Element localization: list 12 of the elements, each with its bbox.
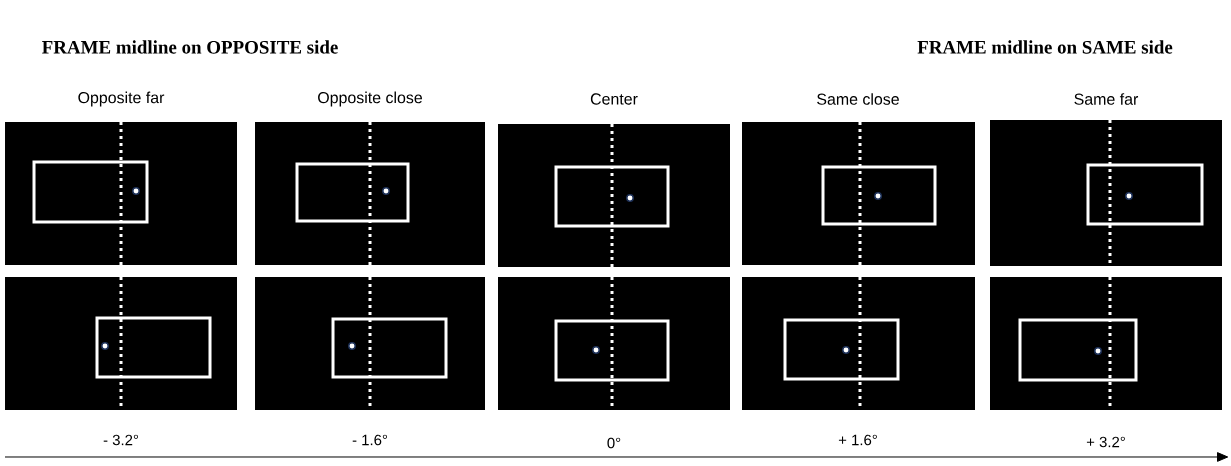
- heading: FRAME midline on SAME side: [917, 40, 1173, 54]
- column-title: Same close: [817, 93, 899, 105]
- column-title: Opposite close: [318, 91, 422, 107]
- tick-label: - 1.6°: [352, 434, 388, 446]
- tick-label: + 3.2°: [1086, 436, 1125, 448]
- heading: FRAME midline on OPPOSITE side: [42, 40, 338, 54]
- tick-label: + 1.6°: [838, 434, 877, 446]
- tick-label: - 3.2°: [103, 434, 139, 446]
- column-title: Same far: [1074, 93, 1139, 105]
- tick-label: 0°: [607, 437, 621, 449]
- column-title: Center: [590, 93, 638, 105]
- column-title: Opposite far: [78, 91, 165, 107]
